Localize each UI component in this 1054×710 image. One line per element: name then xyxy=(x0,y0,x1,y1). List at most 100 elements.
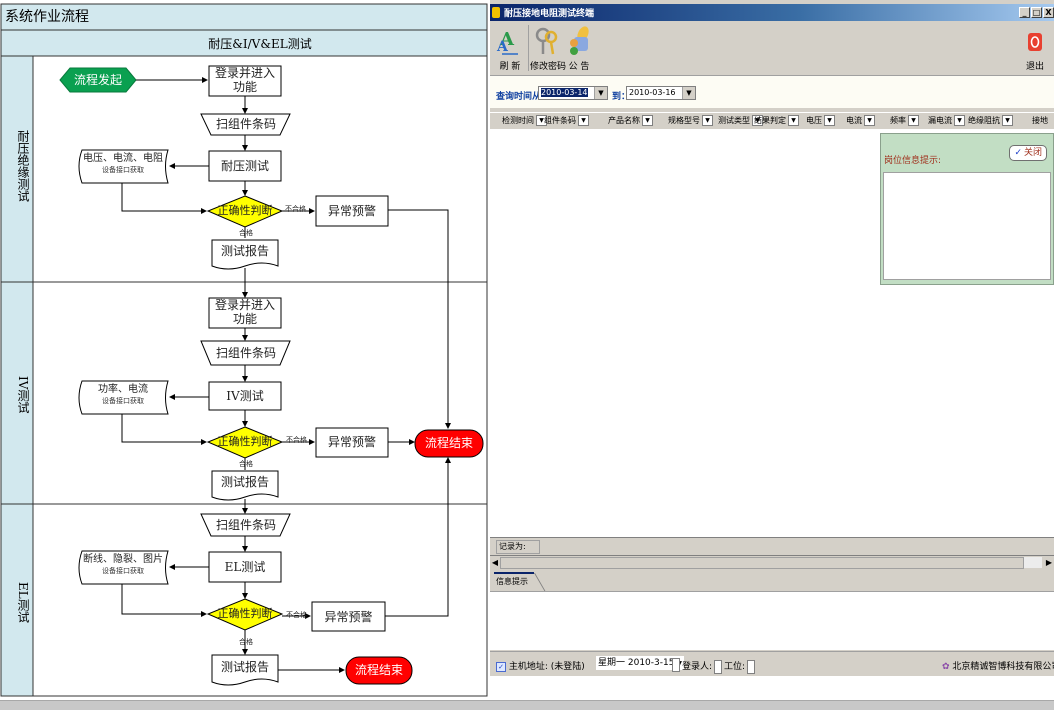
column-header[interactable]: 电流▼ xyxy=(846,115,875,126)
filter-dropdown-icon[interactable]: ▼ xyxy=(908,115,919,126)
page-bottom-bar xyxy=(0,700,1054,710)
app-icon xyxy=(492,7,500,18)
grid-header: 检测时间▼组件条码▼产品名称▼规格型号▼测试类型▼结果判定▼电压▼电流▼频率▼漏… xyxy=(490,112,1054,130)
login-user-label: 登录人: xyxy=(682,662,713,672)
station-status: 工位: xyxy=(724,659,756,674)
column-header-label: 频率 xyxy=(890,116,906,125)
station-info-panel: 岗位信息提示: ✓关闭 xyxy=(880,133,1054,285)
filter-dropdown-icon[interactable]: ▼ xyxy=(824,115,835,126)
column-header-label: 组件条码 xyxy=(544,116,576,125)
exit-label: 退出 xyxy=(1025,62,1044,72)
chevron-down-icon[interactable]: ▼ xyxy=(682,87,695,99)
data-title-1: 电压、电流、电阻 xyxy=(83,153,163,164)
date-combo[interactable]: 星期一 2010-3-15 ▼ xyxy=(596,656,684,670)
scroll-thumb[interactable] xyxy=(1024,557,1042,568)
date-value: 星期一 2010-3-15 xyxy=(598,658,675,668)
to-date-combo[interactable]: 2010-03-16 ▼ xyxy=(626,86,696,100)
test-label-2: IV测试 xyxy=(226,389,264,403)
filter-dropdown-icon[interactable]: ▼ xyxy=(1002,115,1013,126)
column-header-label: 电压 xyxy=(806,116,822,125)
message-area xyxy=(490,592,1054,650)
data-sub-2: 设备接口获取 xyxy=(102,397,144,405)
company-icon: ✿ xyxy=(942,662,950,672)
query-bar: 查询时间从： 2010-03-14 ▼ 到： 2010-03-16 ▼ xyxy=(490,76,1054,108)
end-label-mid: 流程结束 xyxy=(424,436,473,450)
lane-label-2: IV测试 xyxy=(16,376,30,414)
filter-dropdown-icon[interactable]: ▼ xyxy=(642,115,653,126)
test-label-1: 耐压测试 xyxy=(220,159,269,173)
filter-dropdown-icon[interactable]: ▼ xyxy=(536,115,547,126)
login-user-field xyxy=(714,659,723,674)
scroll-right-icon[interactable]: ▶ xyxy=(1045,558,1053,567)
maximize-button[interactable]: □ xyxy=(1031,7,1042,18)
column-header[interactable]: 测试类型▼ xyxy=(718,115,763,126)
report-node-3 xyxy=(211,654,279,686)
data-sub-1: 设备接口获取 xyxy=(102,166,144,174)
column-header[interactable]: 组件条码▼ xyxy=(544,115,589,126)
column-header-label: 测试类型 xyxy=(718,116,750,125)
record-bar: 记录为: xyxy=(490,537,1054,555)
filter-dropdown-icon[interactable]: ▼ xyxy=(788,115,799,126)
report-label-2: 测试报告 xyxy=(220,475,269,489)
host-status: ✓ 主机地址: (未登陆) xyxy=(496,659,585,672)
scan-label-2: 扫组件条码 xyxy=(215,346,276,360)
checkbox-icon[interactable]: ✓ xyxy=(496,661,506,672)
column-header[interactable]: 规格型号▼ xyxy=(668,115,713,126)
column-header[interactable]: 结果判定▼ xyxy=(754,115,799,126)
scan-label-3: 扫组件条码 xyxy=(215,518,276,532)
report-node-2 xyxy=(211,470,279,501)
filter-dropdown-icon[interactable]: ▼ xyxy=(864,115,875,126)
refresh-button[interactable]: A A 刷 新 xyxy=(496,25,524,72)
column-header[interactable]: 接地 xyxy=(1032,115,1048,126)
notice-button[interactable]: 公 告 xyxy=(564,25,594,72)
data-label-2: 功率、电流 设备接口获取 xyxy=(78,383,168,406)
from-date-value: 2010-03-14 xyxy=(541,88,588,97)
fail-label-2: 不合格 xyxy=(286,436,307,444)
close-window-button[interactable]: X xyxy=(1043,7,1054,18)
column-header[interactable]: 漏电流▼ xyxy=(928,115,965,126)
login-label-1: 登录并进入功能 xyxy=(214,66,275,94)
alarm-label-1: 异常预警 xyxy=(327,204,376,218)
chevron-down-icon[interactable]: ▼ xyxy=(594,87,607,99)
scroll-track[interactable] xyxy=(500,557,1024,569)
from-date-combo[interactable]: 2010-03-14 ▼ xyxy=(538,86,608,100)
data-node-1 xyxy=(78,149,169,184)
filter-dropdown-icon[interactable]: ▼ xyxy=(752,115,763,126)
station-label: 工位: xyxy=(724,662,746,672)
data-label-1: 电压、电流、电阻 设备接口获取 xyxy=(78,152,168,175)
exit-button[interactable]: 退出 xyxy=(1024,25,1046,72)
data-sub-3: 设备接口获取 xyxy=(102,567,144,575)
check-icon: ✓ xyxy=(1014,148,1022,158)
pass-label-2: 合格 xyxy=(239,460,253,468)
filter-dropdown-icon[interactable]: ▼ xyxy=(954,115,965,126)
window-title: 耐压接地电阻测试终端 xyxy=(504,9,595,19)
column-header[interactable]: 检测时间▼ xyxy=(502,115,547,126)
login-node-2 xyxy=(208,297,282,329)
flowchart-canvas xyxy=(0,3,488,697)
scroll-left-icon[interactable]: ◀ xyxy=(491,558,499,567)
window-bottom-area xyxy=(490,676,1054,700)
tab-info[interactable]: 信息提示 xyxy=(494,572,534,592)
fail-label-3: 不合格 xyxy=(286,611,307,619)
filter-dropdown-icon[interactable]: ▼ xyxy=(578,115,589,126)
title-bar[interactable]: 耐压接地电阻测试终端 _ □ X xyxy=(490,4,1054,21)
data-node-2 xyxy=(78,380,169,415)
filter-dropdown-icon[interactable]: ▼ xyxy=(702,115,713,126)
to-label: 到： xyxy=(612,92,631,102)
end-label-bottom: 流程结束 xyxy=(354,663,403,677)
column-header[interactable]: 产品名称▼ xyxy=(608,115,653,126)
horizontal-scrollbar[interactable]: ◀ ▶ xyxy=(490,555,1054,570)
minimize-button[interactable]: _ xyxy=(1019,7,1030,18)
info-close-button[interactable]: ✓关闭 xyxy=(1009,145,1047,161)
judge-label-2: 正确性判断 xyxy=(217,435,273,448)
change-password-button[interactable]: 修改密码 xyxy=(530,25,566,72)
column-header-label: 结果判定 xyxy=(754,116,786,125)
column-header[interactable]: 绝缘阻抗▼ xyxy=(968,115,1013,126)
column-header-label: 规格型号 xyxy=(668,116,700,125)
svg-text:A: A xyxy=(499,29,515,50)
scan-node-3 xyxy=(200,513,291,537)
column-header[interactable]: 电压▼ xyxy=(806,115,835,126)
column-header[interactable]: 频率▼ xyxy=(890,115,919,126)
scan-label-1: 扫组件条码 xyxy=(215,117,276,131)
data-label-3: 断线、隐裂、图片 设备接口获取 xyxy=(78,553,168,576)
